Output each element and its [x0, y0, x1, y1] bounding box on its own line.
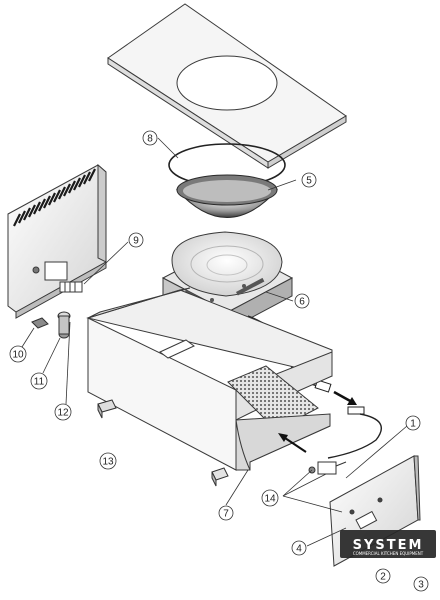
callout-2: 2	[375, 568, 391, 584]
relay-block	[308, 461, 347, 475]
callout-11: 11	[30, 372, 48, 390]
callout-13: 13	[99, 452, 117, 470]
callouts: 1 2 3 4 5 6 7 8	[9, 130, 429, 592]
callout-label: 10	[12, 350, 24, 361]
callout-label: 1	[410, 419, 416, 430]
callout-10: 10	[9, 345, 27, 363]
cable-connector-lower	[347, 406, 365, 415]
tray-arrow	[281, 435, 307, 453]
callout-label: 5	[306, 176, 312, 187]
callout-6: 6	[294, 293, 310, 309]
system-watermark: SYSTEM COMMERCIAL KITCHEN EQUIPMENT	[340, 530, 436, 558]
callout-label: 14	[264, 494, 276, 505]
connection-arrow	[333, 390, 353, 404]
cover-cutout	[176, 55, 278, 111]
knob-part	[31, 317, 49, 329]
indicator-lamp	[32, 266, 40, 274]
callout-label: 6	[299, 297, 305, 308]
callout-1: 1	[405, 415, 421, 431]
callout-label: 13	[102, 457, 114, 468]
callout-label: 3	[418, 580, 424, 591]
rubber-foot	[97, 399, 117, 419]
watermark-text: SYSTEM	[353, 538, 424, 553]
connector-cable	[327, 413, 382, 459]
ventilation-slots	[13, 168, 96, 227]
cable-connector-upper	[314, 379, 332, 393]
control-plate	[44, 261, 68, 281]
callout-label: 8	[147, 134, 153, 145]
watermark-subtext: COMMERCIAL KITCHEN EQUIPMENT	[353, 551, 424, 556]
callout-7: 7	[218, 505, 234, 521]
callout-label: 9	[133, 236, 139, 247]
callout-9: 9	[128, 232, 144, 248]
top-cover-plate	[107, 3, 347, 169]
cable-gland	[57, 311, 71, 339]
callout-label: 4	[296, 544, 302, 555]
callout-label: 2	[380, 572, 386, 583]
callout-12: 12	[54, 403, 72, 421]
callout-3: 3	[413, 576, 429, 592]
wok-bowl	[175, 174, 279, 218]
callout-4: 4	[291, 540, 307, 556]
control-housing	[7, 163, 107, 319]
callout-label: 7	[223, 509, 229, 520]
callout-label: 12	[57, 408, 69, 419]
base-cabinet	[86, 287, 333, 471]
callout-5: 5	[301, 172, 317, 188]
drip-grate	[227, 365, 319, 431]
spare-foot	[211, 467, 229, 487]
terminal-block	[59, 281, 83, 293]
callout-14: 14	[261, 489, 279, 507]
callout-label: 11	[34, 377, 45, 388]
callout-8: 8	[142, 130, 158, 146]
leader-lines	[21, 137, 408, 547]
